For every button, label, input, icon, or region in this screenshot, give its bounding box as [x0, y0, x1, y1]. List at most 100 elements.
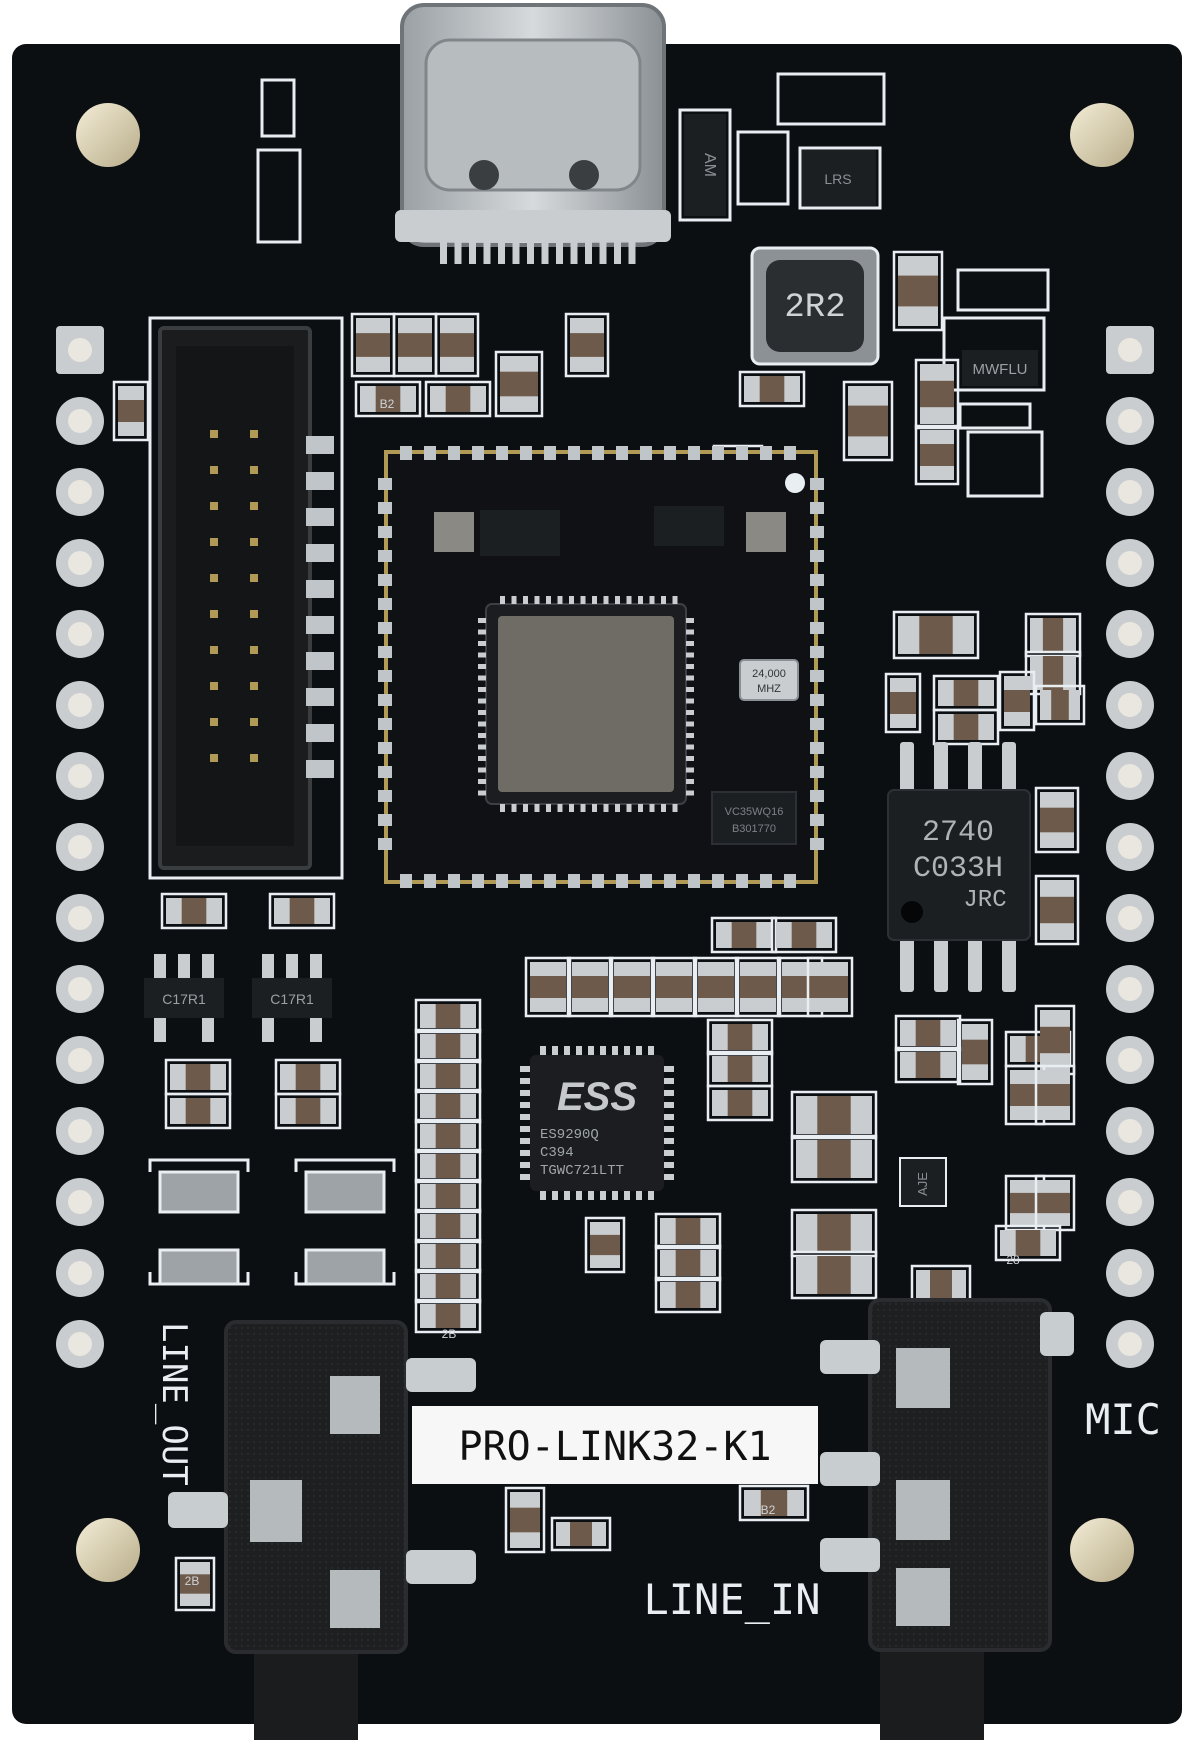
component-terminal: [510, 1532, 540, 1548]
idc-header: [148, 316, 344, 880]
qfn-pin: [500, 596, 505, 604]
component-terminal: [180, 1562, 210, 1575]
header-pin-center: [1118, 409, 1142, 433]
usb-pin: [541, 236, 549, 264]
crystal-freq: 24,000: [752, 668, 786, 680]
usb-pin: [599, 236, 607, 264]
silkscreen-outline: [654, 1212, 722, 1250]
idc-pin: [250, 718, 258, 726]
castellation: [640, 446, 652, 460]
qfn-pin: [580, 596, 586, 604]
component-terminal: [938, 714, 954, 740]
castellation: [810, 502, 824, 514]
component-terminal: [752, 1024, 768, 1050]
mounting-holes: [76, 103, 1134, 1582]
silkscreen-outline: [884, 672, 922, 734]
mwflu-marking: MWFLU: [973, 361, 1028, 378]
component-terminal: [978, 680, 994, 706]
dac-pin: [664, 1174, 674, 1180]
component-terminal: [952, 1270, 966, 1304]
idc-pin: [210, 466, 218, 474]
component-terminal: [1010, 1036, 1026, 1062]
castellation: [810, 790, 824, 802]
idc-pin: [250, 430, 258, 438]
usb-pin: [527, 236, 534, 264]
component-terminal: [796, 1096, 818, 1134]
dac-pin: [600, 1046, 606, 1056]
component-terminal: [1040, 832, 1074, 848]
component-terminal: [398, 356, 432, 372]
component-terminal: [962, 1024, 988, 1040]
crystal-unit: MHZ: [757, 683, 781, 695]
component-terminal: [752, 1090, 768, 1116]
solder-jumpers: [148, 1158, 396, 1286]
mic-jack: [820, 1298, 1074, 1740]
castellation: [810, 766, 824, 778]
silkscreen-outline: [894, 1046, 962, 1084]
idc-pin: [210, 610, 218, 618]
dac-pin: [520, 1174, 530, 1180]
idc-pad: [306, 616, 334, 634]
header-pin-center: [1118, 906, 1142, 930]
qfn-pin: [649, 804, 655, 812]
idc-pin: [210, 718, 218, 726]
dac-pin: [664, 1138, 674, 1144]
component-terminal: [210, 1064, 226, 1090]
component-terminal: [170, 1098, 186, 1124]
resistor-marking: 28: [1006, 1253, 1020, 1267]
dac-pin: [520, 1138, 530, 1144]
header-pin-center: [1118, 1261, 1142, 1285]
silkscreen-outline: [414, 1118, 482, 1154]
component-terminal: [656, 998, 692, 1012]
dac-pin: [564, 1046, 570, 1056]
qfn-pin: [638, 804, 643, 812]
component-terminal: [1040, 1213, 1070, 1226]
castellation: [378, 622, 392, 634]
component-terminal: [530, 998, 566, 1012]
qfn-pin: [686, 756, 694, 761]
silkscreen-outline: [550, 1516, 612, 1552]
component-terminal: [700, 1282, 716, 1308]
dac-pin: [520, 1126, 530, 1132]
component-terminal: [420, 1124, 436, 1148]
castellation: [378, 694, 392, 706]
header-pin-center: [1118, 551, 1142, 575]
component-terminal: [1030, 618, 1043, 652]
silkscreen-outline: [1034, 786, 1080, 854]
component-terminal: [460, 1214, 476, 1238]
silkscreen-outline: [414, 1028, 482, 1064]
castellation: [448, 874, 460, 888]
dac-pin: [576, 1190, 582, 1200]
dac-pin: [564, 1190, 570, 1200]
silkscreen-outline: [770, 916, 838, 954]
silkscreen-outline: [734, 956, 782, 1018]
dac-pin: [552, 1046, 558, 1056]
qfn-pin: [478, 710, 486, 715]
silkscreen-outline: [504, 1486, 546, 1554]
component-terminal: [460, 1244, 476, 1268]
component-terminal: [420, 1184, 436, 1208]
qfn-pin: [478, 698, 486, 704]
castellation: [400, 446, 412, 460]
inductor-marking: 2R2: [784, 289, 845, 327]
dac-pin: [636, 1046, 642, 1056]
component-terminal: [898, 306, 938, 326]
silkscreen-outline: [174, 1556, 216, 1612]
component-terminal: [744, 376, 760, 402]
component-terminal: [118, 386, 144, 400]
silkscreen-outline: [914, 358, 960, 430]
component-terminal: [898, 256, 938, 276]
castellation: [810, 814, 824, 826]
dac-pin: [520, 1078, 530, 1084]
castellation: [616, 446, 628, 460]
silkscreen-outline: [414, 1178, 482, 1214]
dac-pin: [612, 1046, 618, 1056]
component-terminal: [460, 1034, 476, 1058]
qfn-pin: [686, 618, 694, 623]
component-terminal: [500, 396, 538, 412]
qfn-pin: [686, 790, 694, 796]
qfn-pin: [478, 629, 486, 635]
component-terminal: [360, 386, 376, 412]
castellation: [688, 446, 700, 460]
op-amp-leg: [1002, 938, 1016, 992]
